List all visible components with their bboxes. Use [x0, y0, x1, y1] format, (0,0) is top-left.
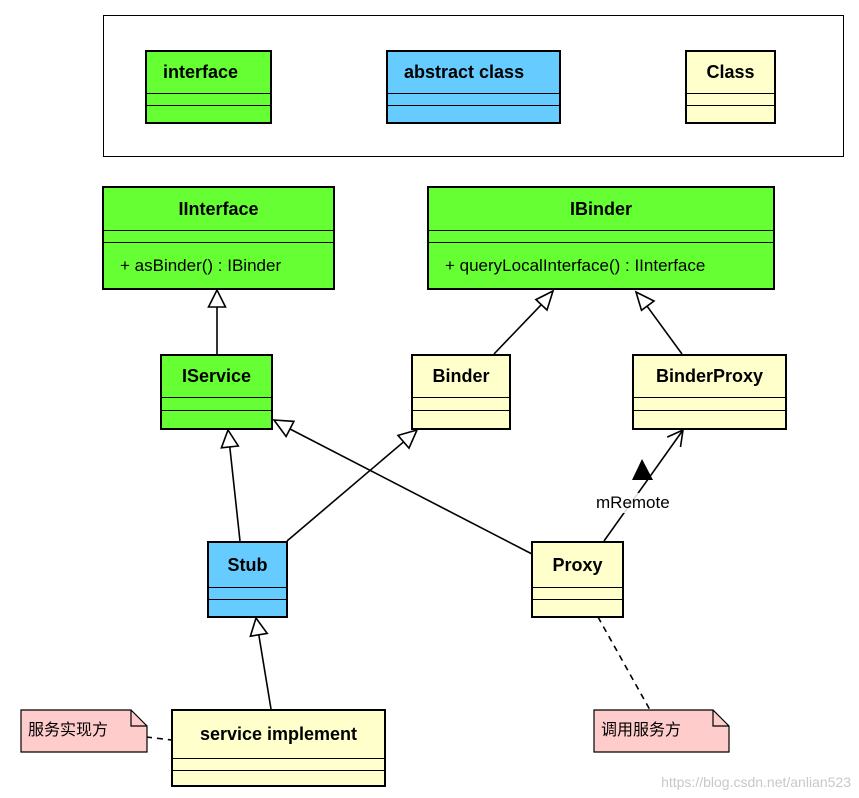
- class-proxy-attributes: [533, 588, 622, 600]
- class-binder-operations: [413, 411, 509, 428]
- note-provider-fold: [130, 710, 147, 727]
- legend-class-operations: [687, 106, 774, 122]
- anchor-provider-note: [145, 736, 173, 741]
- legend-abstract-class-attributes: [388, 94, 559, 106]
- association-direction-triangle: [632, 459, 653, 480]
- class-service-implement[interactable]: service implement: [171, 709, 386, 787]
- legend-interface-operations: [147, 106, 270, 122]
- watermark-text: https://blog.csdn.net/anlian523: [661, 774, 851, 790]
- legend-class-attributes: [687, 94, 774, 106]
- edge-binder-ibinder: [493, 303, 543, 355]
- class-stub-attributes: [209, 588, 286, 600]
- class-proxy[interactable]: Proxy: [531, 541, 624, 618]
- legend-class-label: Class: [687, 52, 774, 94]
- edge-proxy-iservice: [289, 428, 533, 555]
- edge-proxy-binderproxy: [603, 429, 684, 542]
- note-caller-shape: [593, 709, 730, 753]
- class-iservice[interactable]: IService: [160, 354, 273, 430]
- class-binderproxy-attributes: [634, 398, 785, 411]
- arrowhead-binderproxy-open: [666, 428, 685, 448]
- edge-stub-iservice: [229, 446, 241, 542]
- note-provider-shape: [20, 709, 148, 753]
- class-proxy-name: Proxy: [533, 543, 622, 588]
- legend-abstract-class-label: abstract class: [388, 52, 559, 94]
- note-service-provider[interactable]: 服务实现方: [28, 720, 109, 739]
- class-ibinder-method: + queryLocalInterface() : IInterface: [445, 255, 706, 275]
- arrowhead-ibinder-from-binder: [534, 289, 555, 312]
- legend-abstract-class[interactable]: abstract class: [386, 50, 561, 124]
- class-iinterface-method: + asBinder() : IBinder: [120, 255, 282, 275]
- class-ibinder-name: IBinder: [429, 188, 773, 231]
- class-ibinder-attributes: [429, 231, 773, 243]
- edge-impl-stub: [258, 634, 272, 710]
- class-iservice-name: IService: [162, 356, 271, 398]
- class-proxy-operations: [533, 600, 622, 616]
- class-stub[interactable]: Stub: [207, 541, 288, 618]
- arrowhead-stub-from-impl: [249, 616, 269, 638]
- association-label-mremote: mRemote: [594, 493, 672, 513]
- legend-interface[interactable]: interface: [145, 50, 272, 124]
- edge-stub-binder: [286, 441, 405, 542]
- class-binder-name: Binder: [413, 356, 509, 398]
- class-binderproxy-operations: [634, 411, 785, 428]
- class-binderproxy[interactable]: BinderProxy: [632, 354, 787, 430]
- arrowhead-iinterface: [207, 288, 227, 308]
- class-service-implement-operations: [173, 771, 384, 785]
- class-binder-attributes: [413, 398, 509, 411]
- class-iservice-operations: [162, 411, 271, 428]
- arrowhead-iservice-from-proxy: [272, 419, 296, 439]
- class-ibinder[interactable]: IBinder + queryLocalInterface() : IInter…: [427, 186, 775, 290]
- note-service-caller[interactable]: 调用服务方: [601, 720, 682, 739]
- class-iservice-attributes: [162, 398, 271, 411]
- arrowhead-binder-from-stub: [396, 428, 419, 450]
- class-service-implement-name: service implement: [173, 711, 384, 759]
- note-caller-fold: [712, 710, 729, 727]
- class-iinterface-attributes: [104, 231, 333, 243]
- legend-class[interactable]: Class: [685, 50, 776, 124]
- arrowhead-iservice-from-stub: [220, 428, 240, 449]
- class-stub-name: Stub: [209, 543, 286, 588]
- class-service-implement-attributes: [173, 759, 384, 771]
- legend-abstract-class-operations: [388, 106, 559, 122]
- edge-binderproxy-ibinder: [646, 305, 683, 355]
- class-binder[interactable]: Binder: [411, 354, 511, 430]
- class-stub-operations: [209, 600, 286, 616]
- class-binderproxy-name: BinderProxy: [634, 356, 785, 398]
- legend-interface-label: interface: [147, 52, 270, 94]
- class-iinterface-name: IInterface: [104, 188, 333, 231]
- arrowhead-ibinder-from-binderproxy: [634, 290, 656, 312]
- legend-interface-attributes: [147, 94, 270, 106]
- class-iinterface[interactable]: IInterface + asBinder() : IBinder: [102, 186, 335, 290]
- anchor-caller-note: [597, 616, 651, 711]
